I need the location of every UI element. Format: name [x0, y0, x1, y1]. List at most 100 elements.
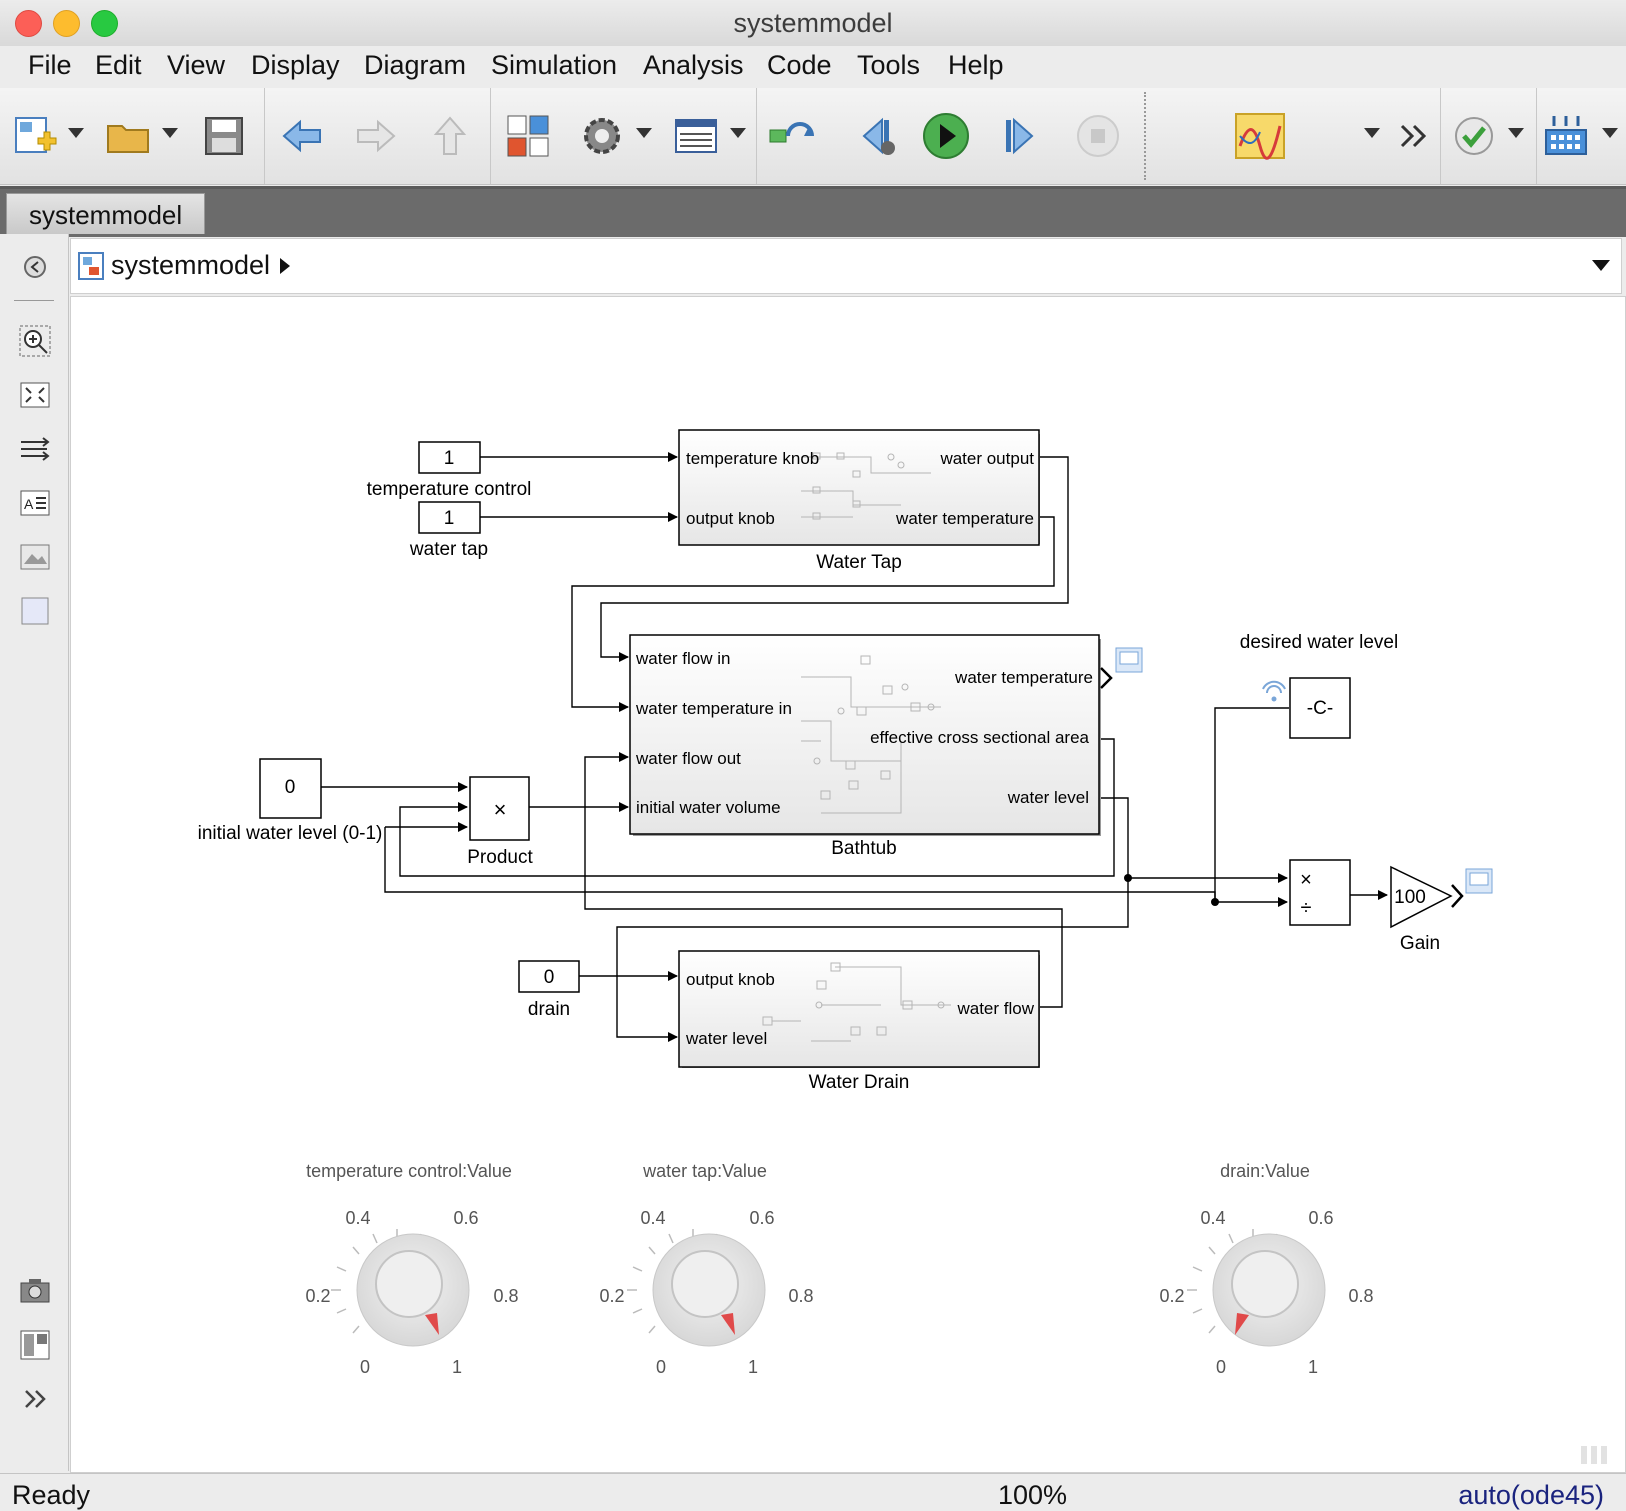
bathtub-scope-viewer-icon[interactable] — [1115, 647, 1143, 673]
drain-label: drain — [528, 999, 570, 1020]
forward-arrow-icon[interactable] — [348, 108, 404, 164]
deploy-icon[interactable] — [1540, 108, 1596, 164]
address-dropdown-icon[interactable] — [1591, 259, 1611, 273]
stop-simulation-icon[interactable] — [1070, 108, 1126, 164]
diagram-canvas[interactable]: 1 temperature control 1 water tap 0 init… — [70, 296, 1626, 1473]
save-icon[interactable] — [196, 108, 252, 164]
resize-grip-icon[interactable] — [1581, 1446, 1607, 1464]
water-tap-label: water tap — [409, 539, 488, 560]
knob-drain[interactable]: drain:Value 0.4 0.6 0.2 0.8 0 1 — [1159, 1161, 1373, 1377]
close-window-button[interactable] — [15, 10, 42, 37]
back-arrow-icon[interactable] — [274, 108, 330, 164]
menu-edit[interactable]: Edit — [95, 50, 142, 80]
toolbar — [0, 88, 1626, 185]
svg-text:0.8: 0.8 — [1348, 1286, 1373, 1306]
water-tap-subsystem[interactable]: temperature knob output knob water outpu… — [678, 429, 1040, 573]
more-chevron-icon[interactable] — [1388, 108, 1444, 164]
new-model-icon[interactable] — [8, 108, 64, 164]
water-drain-port-water-level: water level — [685, 1029, 767, 1048]
settings-gear-icon[interactable] — [574, 108, 630, 164]
water-tap-port-water-temperature: water temperature — [895, 509, 1034, 528]
svg-text:0.2: 0.2 — [1159, 1286, 1184, 1306]
breadcrumb-arrow-icon[interactable] — [279, 257, 291, 275]
water-tap-port-temperature-knob: temperature knob — [686, 449, 819, 468]
menu-tools[interactable]: Tools — [857, 50, 921, 80]
open-folder-icon[interactable] — [100, 108, 156, 164]
deploy-dropdown-icon[interactable] — [1602, 128, 1618, 138]
svg-text:0.6: 0.6 — [453, 1208, 478, 1228]
gain-block[interactable]: 100 Gain — [1390, 865, 1464, 954]
menu-help[interactable]: Help — [948, 50, 1004, 80]
gain-block-name: Gain — [1400, 933, 1440, 954]
check-dropdown-icon[interactable] — [1508, 128, 1524, 138]
area-icon[interactable] — [18, 594, 52, 628]
check-icon[interactable] — [1446, 108, 1502, 164]
step-back-icon[interactable] — [848, 108, 904, 164]
svg-text:÷: ÷ — [1301, 897, 1312, 919]
breadcrumb-model-link[interactable]: systemmodel — [111, 250, 271, 280]
menu-code[interactable]: Code — [767, 50, 832, 80]
menu-simulation[interactable]: Simulation — [491, 50, 618, 80]
annotation-icon[interactable]: A — [18, 486, 52, 520]
gain-scope-viewer-icon[interactable] — [1465, 868, 1493, 894]
up-arrow-icon[interactable] — [422, 108, 478, 164]
diagram-svg: 1 temperature control 1 water tap 0 init… — [198, 429, 1607, 1464]
settings-dropdown-icon[interactable] — [636, 128, 652, 138]
step-forward-icon[interactable] — [992, 108, 1048, 164]
zoom-level: 100% — [998, 1480, 1068, 1510]
solver-link[interactable]: auto(ode45) — [1458, 1480, 1604, 1510]
knob-title: water tap:Value — [642, 1161, 767, 1181]
model-browser-icon[interactable] — [18, 1328, 52, 1362]
explorer-dropdown-icon[interactable] — [730, 128, 746, 138]
minimize-window-button[interactable] — [53, 10, 80, 37]
temperature-control-label: temperature control — [367, 479, 532, 500]
knob-title: drain:Value — [1220, 1161, 1310, 1181]
divide-block[interactable]: × ÷ — [1289, 859, 1351, 926]
run-simulation-icon[interactable] — [918, 108, 974, 164]
signal-lines — [321, 452, 1388, 1042]
zoom-window-button[interactable] — [91, 10, 118, 37]
new-dropdown-icon[interactable] — [68, 128, 84, 138]
menu-file[interactable]: File — [28, 50, 72, 80]
menu-view[interactable]: View — [167, 50, 226, 80]
open-dropdown-icon[interactable] — [162, 128, 178, 138]
svg-text:0.6: 0.6 — [1308, 1208, 1333, 1228]
water-drain-subsystem[interactable]: output knob water level water flow Water… — [678, 950, 1040, 1093]
hide-browser-icon[interactable] — [18, 250, 52, 284]
svg-text:0.2: 0.2 — [305, 1286, 330, 1306]
library-browser-icon[interactable] — [500, 108, 556, 164]
expand-chevron-icon[interactable] — [18, 1382, 52, 1416]
bathtub-port-water-level: water level — [1007, 788, 1089, 807]
menu-analysis[interactable]: Analysis — [643, 50, 744, 80]
svg-text:-C-: -C- — [1307, 698, 1333, 719]
product-block[interactable]: × Product — [467, 776, 533, 868]
initial-water-level-constant[interactable]: 0 initial water level (0-1) — [198, 758, 383, 844]
drain-constant[interactable]: 0 drain — [518, 960, 580, 1020]
product-block-name: Product — [467, 847, 533, 868]
tab-systemmodel[interactable]: systemmodel — [6, 193, 206, 234]
menu-diagram[interactable]: Diagram — [364, 50, 467, 80]
svg-text:1: 1 — [444, 448, 455, 469]
zoom-in-icon[interactable] — [18, 324, 52, 358]
svg-text:0: 0 — [656, 1357, 666, 1377]
scope-dropdown-icon[interactable] — [1364, 128, 1380, 138]
bathtub-port-initial-water-volume: initial water volume — [636, 798, 781, 817]
knob-temperature-control[interactable]: temperature control:Value 0.4 0.6 0.2 0.… — [305, 1161, 518, 1377]
menu-display[interactable]: Display — [251, 50, 340, 80]
temperature-control-constant[interactable]: 1 temperature control — [367, 441, 532, 500]
bathtub-port-water-flow-out: water flow out — [635, 749, 741, 768]
fit-to-view-icon[interactable] — [18, 378, 52, 412]
bathtub-subsystem[interactable]: water flow in water temperature in water… — [629, 634, 1113, 859]
water-tap-constant[interactable]: 1 water tap — [409, 501, 488, 560]
knob-pointer-icon — [1235, 1313, 1249, 1335]
update-diagram-icon[interactable] — [766, 108, 822, 164]
image-icon[interactable] — [18, 540, 52, 574]
knob-water-tap[interactable]: water tap:Value 0.4 0.6 0.2 0.8 0 1 — [599, 1161, 813, 1377]
svg-text:0: 0 — [360, 1357, 370, 1377]
svg-text:1: 1 — [452, 1357, 462, 1377]
signal-arrows-icon[interactable] — [18, 432, 52, 466]
desired-water-level-constant[interactable]: desired water level -C- — [1240, 632, 1398, 739]
scope-viewer-icon[interactable] — [1232, 108, 1288, 164]
model-explorer-icon[interactable] — [668, 108, 724, 164]
camera-icon[interactable] — [18, 1274, 52, 1308]
